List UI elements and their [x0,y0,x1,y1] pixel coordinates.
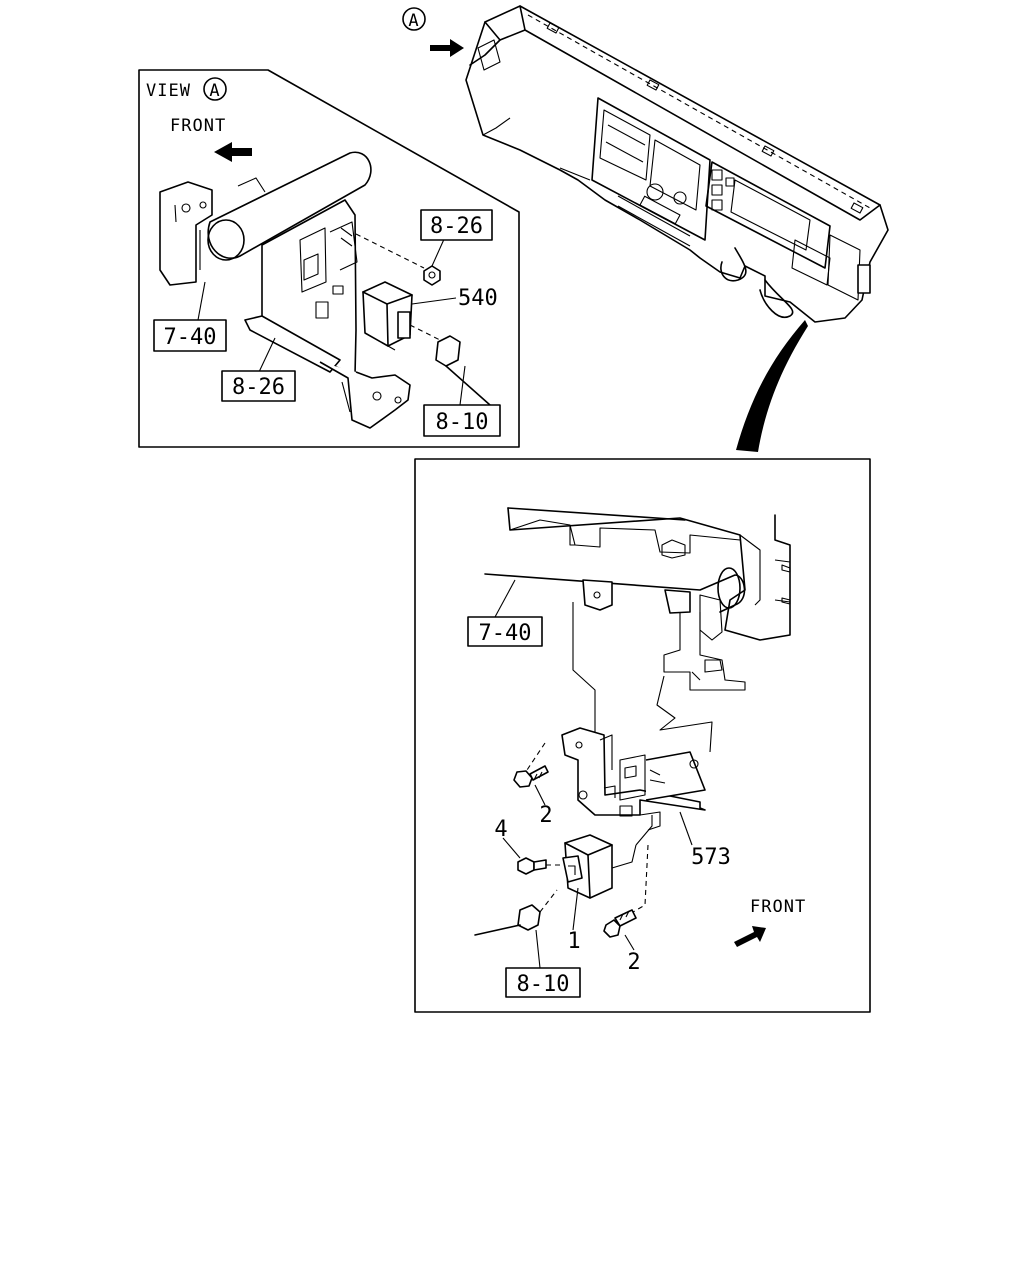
callout-box-8-26-bottom [221,370,296,402]
arrow-marker-letter: A [408,11,419,31]
callout-8-26-top: 8-26 [430,214,483,239]
view-label-marker: A [209,81,220,101]
circle-a-marker-icon [402,7,426,31]
front-arrow-detail-icon [734,926,766,947]
callout-box-8-10-detail [505,967,581,998]
callout-box-7-40-detail [467,616,543,647]
callout-box-7-40-view [153,319,227,352]
view-direction-arrow-icon [430,39,464,57]
detail-frame [414,458,871,1013]
view-circle-a-marker-icon [203,77,227,101]
view-a-frame [138,69,520,448]
view-label: VIEW [146,81,191,101]
front-arrow-icon [214,142,252,162]
view-a-panel: VIEW A FRONT [138,69,520,448]
callout-7-40-view: 7-40 [164,325,217,350]
callout-8-10-detail: 8-10 [517,972,570,997]
callout-1: 1 [567,929,580,954]
callout-box-8-26-top [420,209,493,241]
front-label-view: FRONT [170,116,226,136]
callout-box-8-10-view [423,404,501,437]
callout-7-40-detail: 7-40 [479,621,532,646]
callout-8-10-view: 8-10 [436,410,489,435]
callout-2-left: 2 [539,803,552,828]
callout-2-bottom: 2 [627,950,640,975]
front-label-detail: FRONT [750,897,806,917]
callout-4: 4 [494,817,507,842]
detail-pointer-arrow [736,320,808,452]
callout-573: 573 [691,845,731,870]
callout-8-26-bottom: 8-26 [232,375,285,400]
callout-540: 540 [458,286,498,311]
dashboard-illustration: A [402,5,889,323]
detail-panel: 7-40 2 4 573 1 2 8-10 FRONT [414,458,871,1013]
